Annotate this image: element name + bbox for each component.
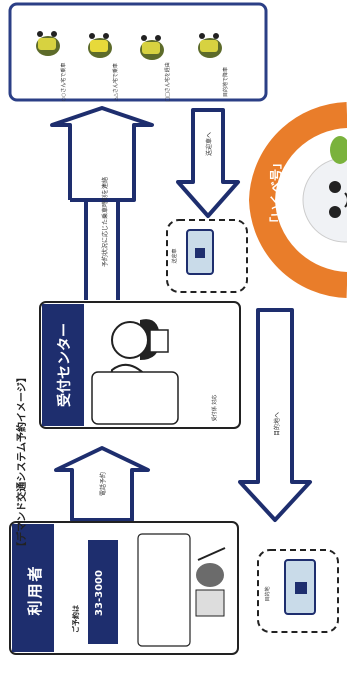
phone-person-icon	[195, 547, 226, 617]
down-arrow-top	[176, 108, 240, 218]
caption-2: △△さん宅で乗車	[113, 63, 119, 101]
mid-device-label: 送迎車	[172, 248, 178, 264]
mid-right-label: 送迎車へ	[206, 132, 213, 157]
user-call-prompt: ご予約は	[72, 605, 80, 633]
bottom-arrow-label: 目的地へ	[274, 412, 281, 437]
car-icon	[198, 33, 222, 58]
bottom-device-label: 目的地	[265, 586, 271, 602]
up-arrow	[50, 106, 154, 300]
page-title: 【デマンド交通システム予約イメージ】	[17, 372, 28, 552]
car-icon	[140, 35, 164, 60]
user-header: 利用者	[26, 564, 44, 616]
caption-3: □□さん宅を経由	[165, 62, 171, 102]
down-arrow-mid	[238, 308, 312, 522]
mascot-badge: 「いくべ号」	[269, 157, 283, 230]
bottom-device-box	[257, 549, 339, 633]
top-panel	[8, 2, 268, 102]
center-caption: 受付係 対応	[212, 394, 218, 422]
car-icon	[88, 33, 112, 58]
car-icon	[36, 31, 60, 56]
left-arrow-label: 予約状況に応じた乗車時刻を連絡	[102, 177, 109, 268]
reserve-label: 電話予約	[100, 472, 107, 497]
caption-4: 目的地で降車	[223, 67, 229, 98]
mid-device-box	[166, 219, 248, 293]
small-up-arrow	[54, 446, 150, 522]
user-phone: 33-3000	[94, 570, 105, 616]
mascot	[248, 102, 347, 298]
center-panel	[39, 301, 241, 429]
user-panel	[9, 521, 239, 655]
center-header: 受付センター	[57, 323, 73, 407]
caption-1: ○○さん宅で乗車	[61, 62, 67, 102]
